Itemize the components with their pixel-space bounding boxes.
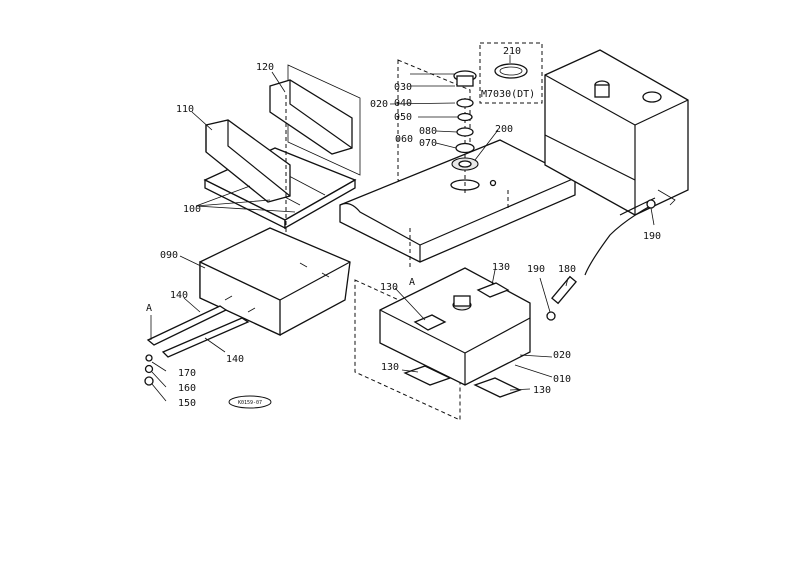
label-190-upper: 190 bbox=[643, 231, 661, 242]
tray-090 bbox=[199, 227, 351, 337]
label-140-lower: 140 bbox=[226, 354, 244, 365]
pad-130-lower-right bbox=[473, 377, 522, 398]
label-020-top: 020 bbox=[370, 99, 388, 110]
ring-050 bbox=[457, 112, 473, 122]
label-130-bottom-right: 130 bbox=[533, 385, 551, 396]
label-050: 050 bbox=[394, 112, 412, 123]
label-090: 090 bbox=[160, 250, 178, 261]
bracket-140-lower bbox=[161, 317, 250, 358]
seat-assembly bbox=[203, 64, 361, 240]
label-020-bottom: 020 bbox=[553, 350, 571, 361]
label-060: 060 bbox=[395, 134, 413, 145]
label-110: 110 bbox=[176, 104, 194, 115]
label-080: 080 bbox=[419, 126, 437, 137]
pad-130-lower-left bbox=[403, 365, 452, 386]
label-070: 070 bbox=[419, 138, 437, 149]
top-sheet-panel bbox=[339, 59, 576, 268]
label-A-center: A bbox=[409, 277, 415, 288]
label-180: 180 bbox=[558, 264, 576, 275]
washer-170 bbox=[145, 354, 153, 362]
lower-reference-plane bbox=[354, 279, 461, 421]
label-100: 100 bbox=[183, 204, 201, 215]
label-130-top: 130 bbox=[492, 262, 510, 273]
gasket-210 bbox=[494, 63, 528, 79]
drawing-reference-stamp: K0159-07 bbox=[228, 395, 272, 409]
label-190-lower: 190 bbox=[527, 264, 545, 275]
label-130-bottom-left: 130 bbox=[381, 362, 399, 373]
label-160: 160 bbox=[178, 383, 196, 394]
washer-160 bbox=[144, 364, 154, 374]
label-170: 170 bbox=[178, 368, 196, 379]
drawing-reference-code: K0159-07 bbox=[238, 400, 262, 406]
label-150: 150 bbox=[178, 398, 196, 409]
filter-180 bbox=[551, 275, 577, 305]
callouts: 100 110 120 090 140 140 170 160 150 A A … bbox=[146, 46, 661, 409]
ring-080 bbox=[456, 127, 474, 137]
ring-040 bbox=[456, 98, 474, 108]
label-030: 030 bbox=[394, 82, 412, 93]
bracket-set-140 bbox=[144, 305, 250, 386]
hood-sheet bbox=[339, 139, 576, 263]
label-140-upper: 140 bbox=[170, 290, 188, 301]
label-model-variant: M7030(DT) bbox=[481, 89, 535, 100]
ring-070 bbox=[455, 142, 475, 154]
label-A-left: A bbox=[146, 303, 152, 314]
label-200: 200 bbox=[495, 124, 513, 135]
label-040: 040 bbox=[394, 98, 412, 109]
lower-tank bbox=[354, 267, 531, 421]
label-130-left: 130 bbox=[380, 282, 398, 293]
main-tank bbox=[544, 49, 689, 216]
fuel-line bbox=[546, 199, 656, 321]
label-010: 010 bbox=[553, 374, 571, 385]
hose-line bbox=[584, 204, 653, 276]
label-210: 210 bbox=[503, 46, 521, 57]
top-cushion-120 bbox=[269, 79, 353, 155]
leader-lines bbox=[151, 55, 655, 402]
bracket-140-upper bbox=[146, 305, 228, 346]
detail-box-210 bbox=[479, 42, 543, 104]
nut-150 bbox=[144, 376, 154, 386]
seat-base-side bbox=[284, 178, 356, 230]
clamp-190-lower bbox=[546, 311, 556, 321]
clamp-190-upper bbox=[646, 199, 656, 209]
label-120: 120 bbox=[256, 62, 274, 73]
